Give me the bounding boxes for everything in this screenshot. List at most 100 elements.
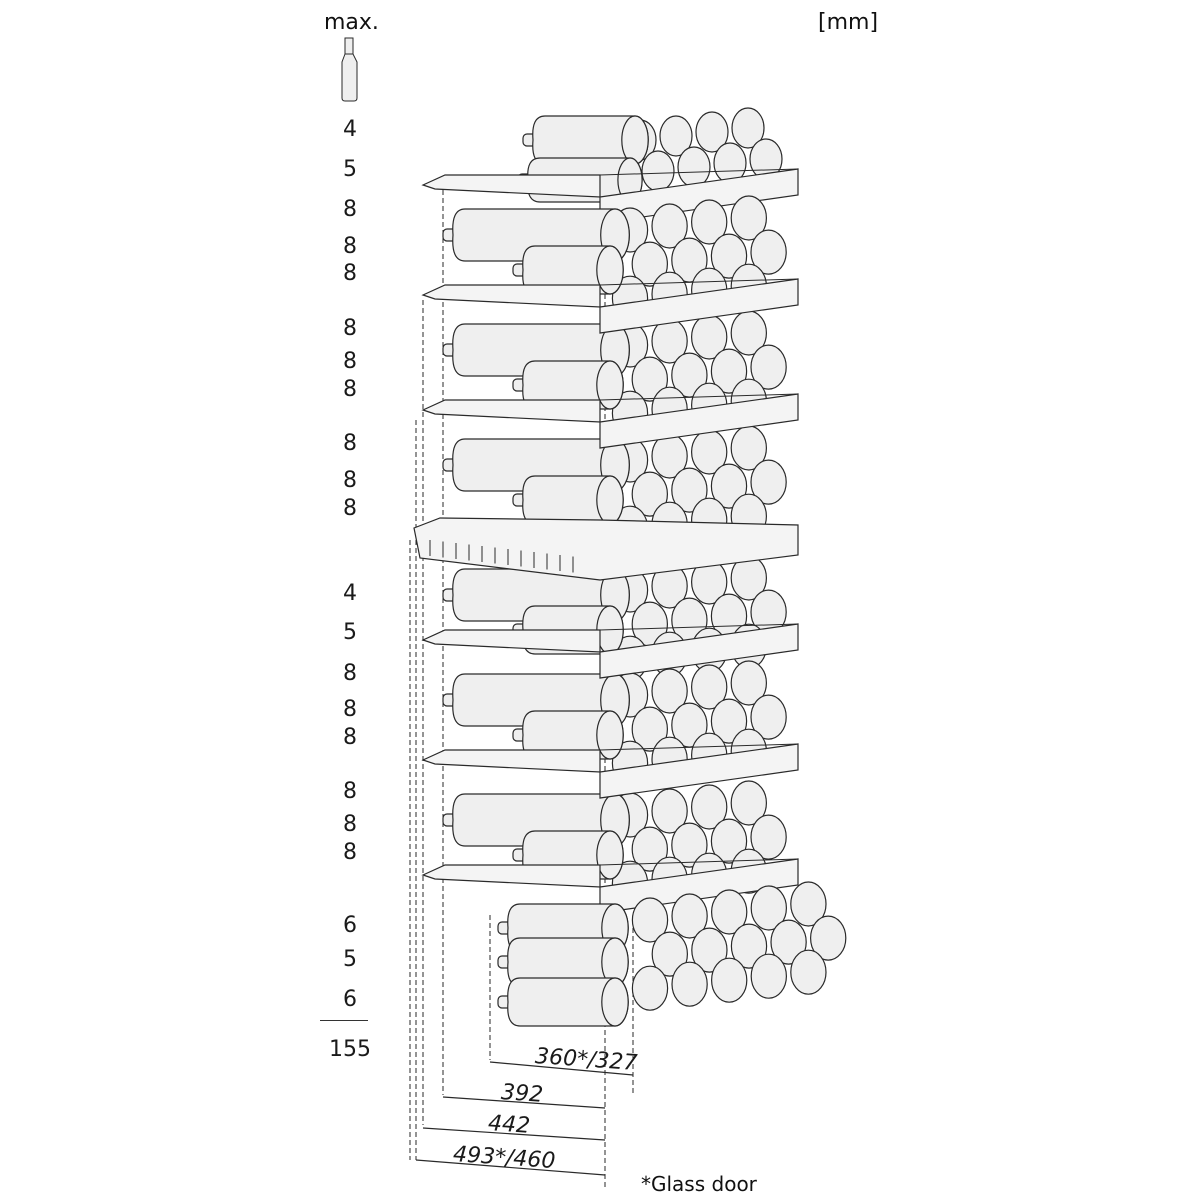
row-count: 8 xyxy=(343,261,357,286)
row-count: 8 xyxy=(343,661,357,686)
bottle-base xyxy=(596,360,624,410)
shelf-side xyxy=(421,629,601,653)
bottle-end xyxy=(631,356,669,402)
shelf-side xyxy=(421,864,601,888)
bottle-end xyxy=(695,111,729,153)
row-count: 8 xyxy=(343,812,357,837)
shelf-front xyxy=(599,278,799,334)
bottle-end xyxy=(631,965,669,1011)
bottle-end xyxy=(651,203,688,249)
bottle-base xyxy=(601,977,629,1027)
glass-door-note: *Glass door xyxy=(641,1172,757,1196)
bottle-end xyxy=(730,195,768,241)
bottle-end xyxy=(671,893,708,939)
total-count: 155 xyxy=(329,1037,371,1062)
shelf-front xyxy=(599,743,799,799)
row-count: 5 xyxy=(343,947,357,972)
bottle-end xyxy=(730,780,768,826)
row-count: 8 xyxy=(343,725,357,750)
bottle-end xyxy=(790,949,827,995)
row-count: 8 xyxy=(343,316,357,341)
bottle-end xyxy=(750,694,787,740)
row-count: 8 xyxy=(343,349,357,374)
bottle-end xyxy=(651,788,688,834)
bottle-end xyxy=(641,150,675,192)
bottle-end xyxy=(659,115,693,157)
bottle-end xyxy=(691,927,728,973)
row-count: 5 xyxy=(343,620,357,645)
bottle-base xyxy=(596,830,624,880)
shelf-edge xyxy=(599,278,799,286)
bottle-end xyxy=(750,459,787,505)
bottle-end xyxy=(691,664,728,710)
bottle-end xyxy=(810,915,847,961)
bottle-base xyxy=(596,710,624,760)
shelf-edge xyxy=(599,623,799,631)
unit-label: [mm] xyxy=(818,10,879,35)
row-count: 6 xyxy=(343,987,357,1012)
dimension-line xyxy=(415,1159,606,1176)
bottle-icon xyxy=(344,37,354,55)
bottle-end xyxy=(790,881,827,927)
bottle-end xyxy=(710,698,748,744)
bottle-end xyxy=(631,897,669,943)
shelf-side xyxy=(421,284,601,308)
row-count: 4 xyxy=(343,581,357,606)
shelf-side xyxy=(421,174,601,198)
dimension-label: 442 xyxy=(487,1111,531,1139)
bottle-end xyxy=(711,957,748,1003)
bottle-end xyxy=(671,822,708,868)
bottle-end xyxy=(710,463,748,509)
bottle-end xyxy=(750,229,787,275)
bottle-end xyxy=(691,199,728,245)
row-count: 4 xyxy=(343,117,357,142)
bottle-end xyxy=(750,885,788,931)
bottle-end xyxy=(710,818,748,864)
bottle-end xyxy=(710,348,748,394)
row-count: 8 xyxy=(343,840,357,865)
bottle-end xyxy=(750,814,787,860)
shelf-front xyxy=(599,623,799,679)
row-count: 8 xyxy=(343,197,357,222)
dimension-label: 392 xyxy=(500,1080,544,1108)
row-count: 8 xyxy=(343,496,357,521)
dimension-line xyxy=(422,1127,606,1141)
bottle-end xyxy=(671,467,708,513)
bottle-end xyxy=(631,241,669,287)
bottle-end xyxy=(631,706,669,752)
row-count: 8 xyxy=(343,234,357,259)
max-label: max. xyxy=(324,10,379,35)
row-count: 6 xyxy=(343,913,357,938)
bottle-end xyxy=(651,668,688,714)
row-count: 8 xyxy=(343,468,357,493)
row-count: 8 xyxy=(343,779,357,804)
shelf-side xyxy=(421,749,601,773)
shelf-edge xyxy=(599,858,799,866)
bottle-end xyxy=(731,107,765,149)
dimension-line xyxy=(442,1096,606,1109)
row-count: 5 xyxy=(343,157,357,182)
total-divider xyxy=(320,1020,368,1021)
row-count: 8 xyxy=(343,697,357,722)
row-count: 8 xyxy=(343,377,357,402)
bottle-base xyxy=(596,245,624,295)
shelf-front xyxy=(599,393,799,449)
bottle-base xyxy=(596,475,624,525)
bottle-end xyxy=(710,233,748,279)
bottle-end xyxy=(750,344,787,390)
shelf-edge xyxy=(599,743,799,751)
dimension-line xyxy=(489,1061,634,1076)
bottle-end xyxy=(730,660,768,706)
bottle-end xyxy=(730,923,768,969)
bottle-end xyxy=(631,826,669,872)
bottle-base xyxy=(621,115,649,165)
shelf-side xyxy=(421,399,601,423)
bottle-end xyxy=(691,784,728,830)
bottle-end xyxy=(770,919,807,965)
bottle-icon xyxy=(341,53,358,102)
shelf-edge xyxy=(599,168,799,176)
bottle-end xyxy=(651,931,689,977)
divider-tray xyxy=(413,517,799,581)
bottle-end xyxy=(711,889,748,935)
